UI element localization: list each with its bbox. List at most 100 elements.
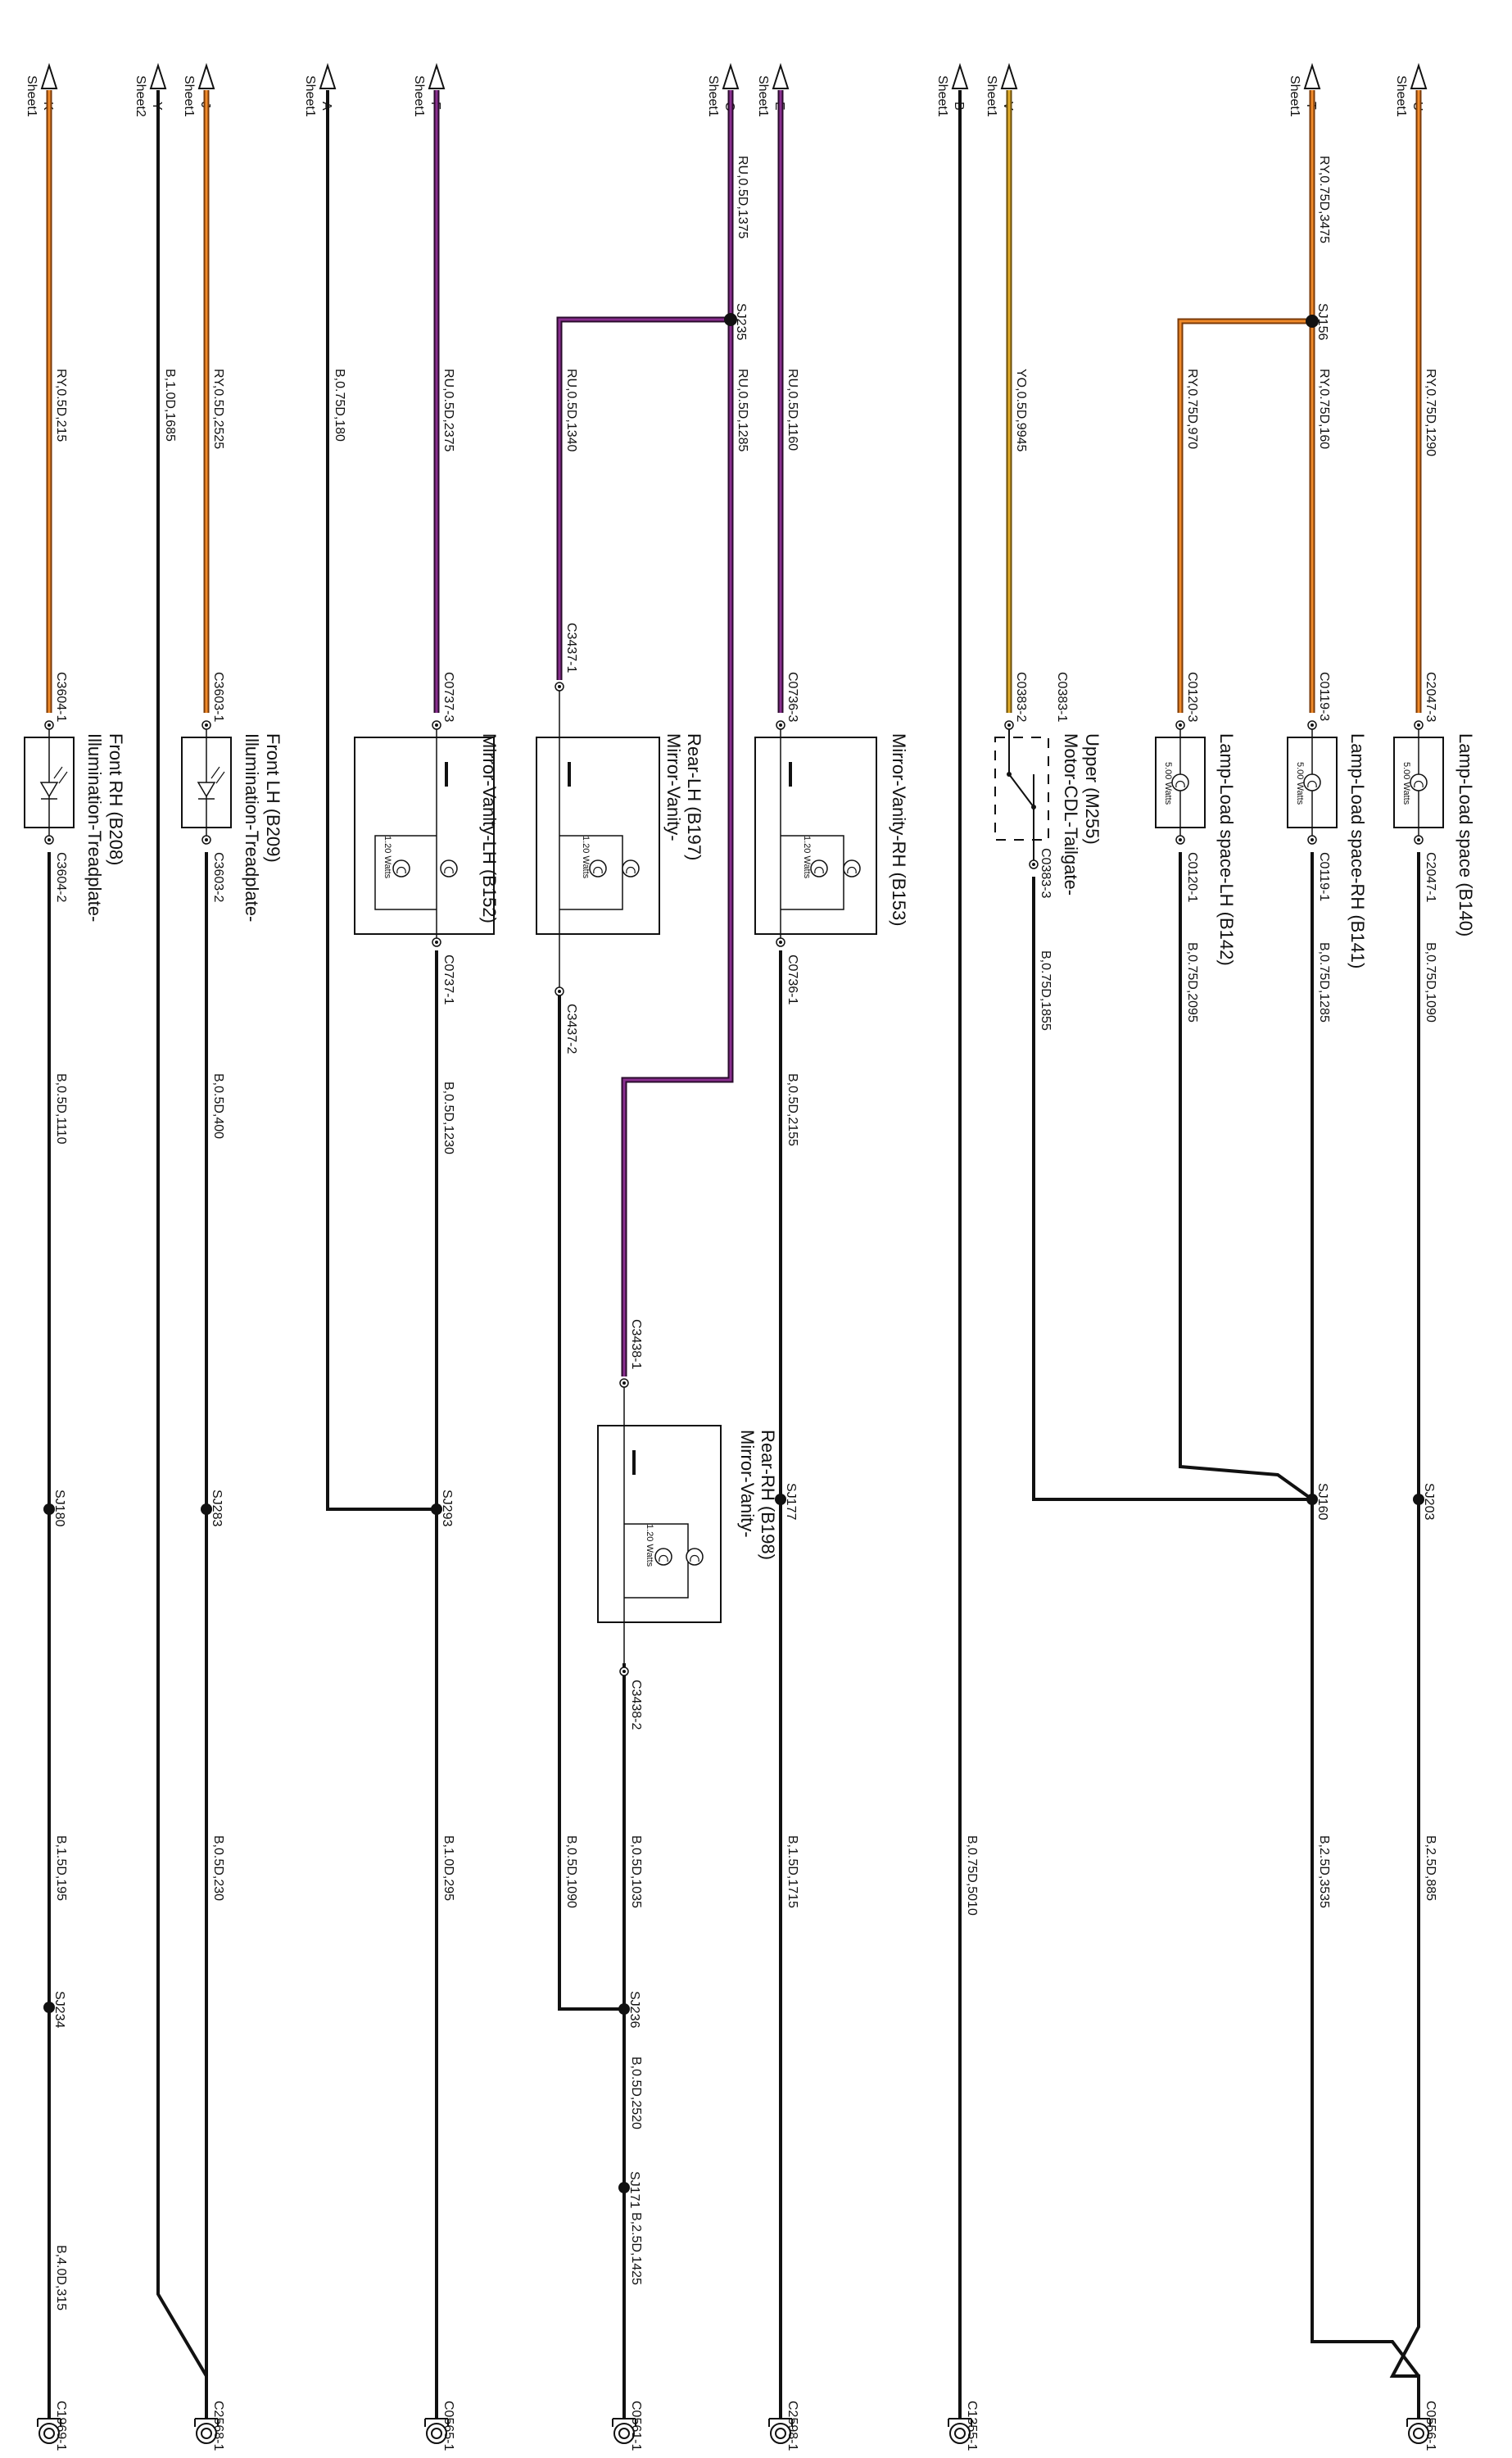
conn-c3437-2: C3437-2 — [564, 1004, 578, 1054]
conn-c3438-1: C3438-1 — [629, 1319, 643, 1369]
splice-sj156-label: SJ156 — [1315, 303, 1329, 340]
wire-label-1375: RU,0.5D,1375 — [736, 156, 749, 238]
wire-label-9945: YO,0.5D,9945 — [1014, 369, 1028, 452]
splice-sj160-label: SJ160 — [1315, 1483, 1329, 1520]
b140-rating: 5.00 Watts — [1401, 762, 1411, 805]
wire-label-1715: B,1.5D,1715 — [785, 1835, 799, 1908]
conn-c3603-1: C3603-1 — [211, 672, 225, 722]
offpage-t-sheet: Sheet1 — [1288, 75, 1301, 117]
splice-sj234-label: SJ234 — [52, 1991, 66, 2028]
m255-title-1: Motor-CDL-Tailgate- — [1061, 733, 1081, 896]
offpage-f-sheet: Sheet1 — [412, 75, 426, 117]
splice-sj177-label: SJ177 — [784, 1483, 798, 1520]
wire-label-885: B,2.5D,885 — [1424, 1835, 1437, 1901]
conn-c0120-1: C0120-1 — [1185, 852, 1199, 902]
component-b197: 1.20 Watts Mirror-Vanity- Rear-LH (B197)… — [536, 623, 704, 1054]
b197-rating: 1.20 Watts — [581, 836, 591, 879]
b198-title-2: Rear-RH (B198) — [758, 1430, 778, 1560]
wire-t-feed — [1177, 90, 1315, 713]
conn-c0383-3: C0383-3 — [1039, 848, 1053, 898]
splice-sj156: SJ156 — [1306, 303, 1329, 340]
wire-label-315: B,4.0D,315 — [54, 2245, 68, 2311]
component-b198: 1.20 Watts Mirror-Vanity- Rear-RH (B198)… — [597, 1319, 778, 1730]
wire-label-1285b: B,0.75D,1285 — [1317, 942, 1331, 1023]
ground-c1969-label: C1969-1 — [54, 2401, 68, 2451]
b140-title: Lamp-Load space (B140) — [1455, 733, 1476, 936]
b197-title-2: Rear-LH (B197) — [684, 733, 704, 860]
ground-c0565: C0565-1 — [424, 2401, 455, 2451]
b141-rating: 5.00 Watts — [1295, 762, 1305, 805]
wire-label-1290: RY,0.75D,1290 — [1424, 369, 1437, 456]
ground-c2598: C2598-1 — [768, 2401, 799, 2451]
wire-label-2520: B,0.5D,2520 — [629, 2057, 643, 2129]
b208-title-1: Illumination-Treadplate- — [84, 733, 105, 922]
conn-c3604-2: C3604-2 — [54, 852, 68, 902]
wire-label-2375: RU,0.5D,2375 — [441, 369, 455, 451]
ground-wires — [48, 90, 1420, 2419]
ground-c1355-label: C1355-1 — [965, 2401, 979, 2451]
b152-title: Mirror-Vanity-LH (B152) — [479, 733, 500, 923]
splice-sj203: SJ203 — [1413, 1483, 1436, 1520]
b198-title-1: Mirror-Vanity- — [737, 1430, 758, 1538]
ground-c0561-label: C0561-1 — [629, 2401, 643, 2451]
wire-label-1110: B,0.5D,1110 — [54, 1073, 68, 1145]
wire-label-1340: RU,0.5D,1340 — [564, 369, 578, 451]
splice-sj235: SJ235 — [724, 303, 748, 340]
offpage-y: Y Sheet2 — [134, 65, 166, 117]
b209-title-1: Illumination-Treadplate- — [242, 733, 262, 922]
conn-c0120-3: C0120-3 — [1185, 672, 1199, 722]
ground-c1969: C1969-1 — [37, 2401, 68, 2451]
wire-labels: RY,0.75D,1290 RY,0.75D,3475 RY,0.75D,160… — [54, 156, 1437, 2311]
wire-label-970: RY,0.75D,970 — [1185, 369, 1199, 449]
wire-label-5010: B,0.75D,5010 — [965, 1835, 979, 1916]
ground-c0565-label: C0565-1 — [441, 2401, 455, 2451]
b142-rating: 5.00 Watts — [1163, 762, 1173, 805]
b197-title-1: Mirror-Vanity- — [663, 733, 684, 841]
ground-c2568-label: C2568-1 — [211, 2401, 225, 2451]
splice-sj293-label: SJ293 — [440, 1490, 454, 1526]
conn-c3437-1: C3437-1 — [564, 623, 578, 673]
wire-label-2525: RY,0.5D,2525 — [211, 369, 225, 449]
splice-sj283-label: SJ283 — [210, 1490, 224, 1526]
splice-sj236: SJ236 — [618, 1991, 641, 2028]
splice-sj180: SJ180 — [43, 1490, 66, 1526]
wire-label-1160: RU,0.5D,1160 — [785, 369, 799, 451]
offpage-c-sheet: Sheet1 — [706, 75, 720, 117]
offpage-a: A Sheet1 — [303, 65, 336, 117]
splice-sj180-label: SJ180 — [52, 1490, 66, 1526]
conn-c0736-3: C0736-3 — [785, 672, 799, 722]
splice-sj171: SJ171 — [618, 2171, 641, 2208]
wire-label-1855: B,0.75D,1855 — [1039, 950, 1053, 1031]
splice-sj203-label: SJ203 — [1422, 1483, 1436, 1520]
splice-sj235-label: SJ235 — [734, 303, 748, 340]
conn-c0737-1: C0737-1 — [441, 955, 455, 1005]
splice-sj160: SJ160 — [1306, 1483, 1329, 1520]
conn-c2047-3: C2047-3 — [1424, 672, 1437, 722]
m255-title-2: Upper (M255) — [1082, 733, 1102, 845]
component-b209: Illumination-Treadplate- Front LH (B209)… — [181, 672, 283, 922]
wire-label-3535: B,2.5D,3535 — [1317, 1835, 1331, 1908]
b141-title: Lamp-Load space-RH (B141) — [1347, 733, 1368, 968]
ground-c0561: C0561-1 — [612, 2401, 643, 2451]
conn-c0119-1: C0119-1 — [1317, 852, 1331, 901]
offpage-e-sheet: Sheet1 — [756, 75, 770, 117]
conn-c3604-1: C3604-1 — [54, 672, 68, 722]
b153-rating: 1.20 Watts — [802, 836, 812, 879]
splice-sj293: SJ293 — [431, 1490, 454, 1526]
wire-label-1090b: B,0.5D,1090 — [564, 1835, 578, 1908]
b198-rating: 1.20 Watts — [645, 1524, 654, 1567]
splice-sj177: SJ177 — [775, 1483, 798, 1520]
wire-label-230: B,0.5D,230 — [211, 1835, 225, 1901]
b153-title: Mirror-Vanity-RH (B153) — [889, 733, 909, 927]
component-b153: 1.20 Watts Mirror-Vanity-RH (B153) C0736… — [754, 672, 909, 1005]
conn-c0383-1: C0383-1 — [1055, 672, 1069, 722]
wire-label-2095: B,0.75D,2095 — [1185, 942, 1199, 1023]
conn-c3438-2: C3438-2 — [629, 1680, 643, 1730]
ground-c2598-label: C2598-1 — [785, 2401, 799, 2451]
offpage-b-sheet: Sheet1 — [935, 75, 949, 117]
offpage-a-sheet: Sheet1 — [303, 75, 317, 117]
component-b142: 5.00 Watts Lamp-Load space-LH (B142) C01… — [1155, 672, 1237, 966]
conn-c0383-2: C0383-2 — [1014, 672, 1028, 722]
wire-label-1285: RU,0.5D,1285 — [736, 369, 749, 451]
